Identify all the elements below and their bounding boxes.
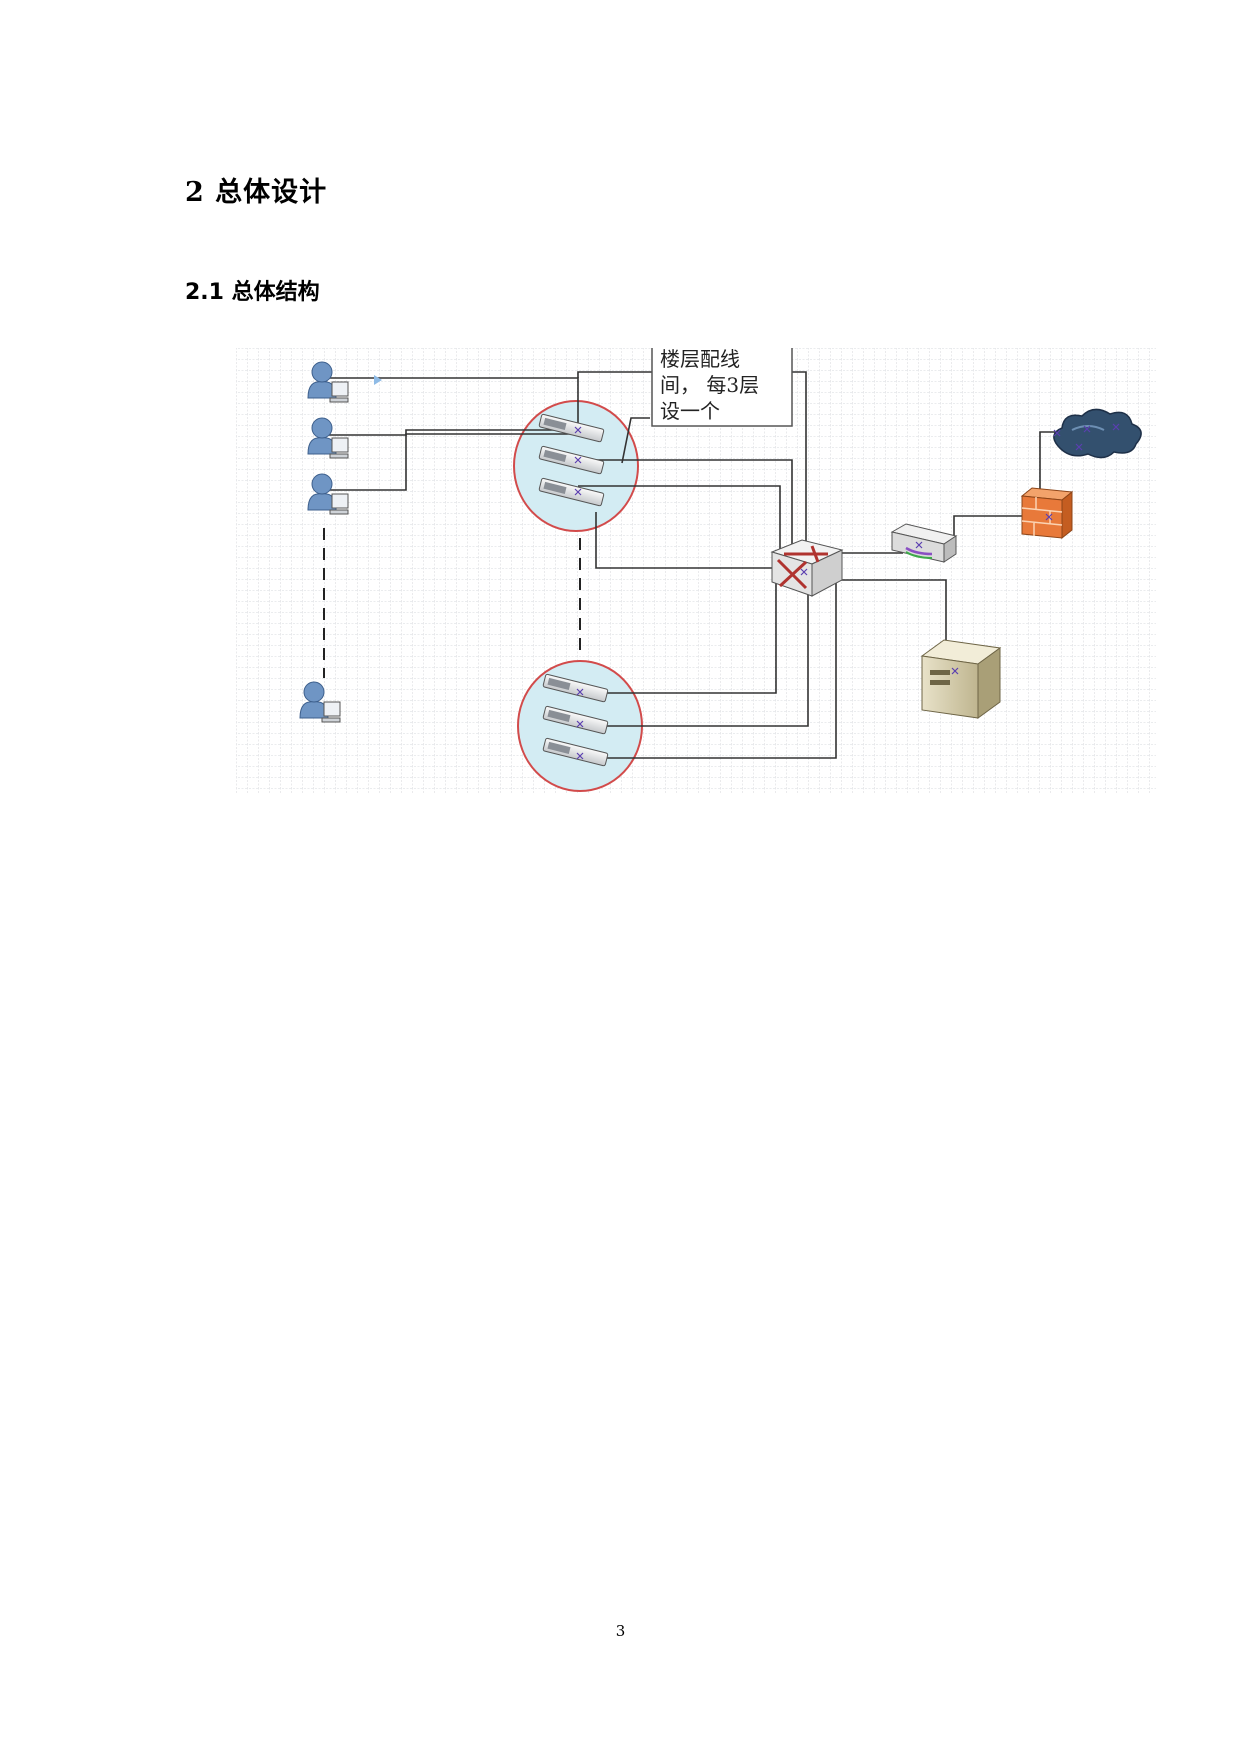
callout-line-3: 设一个 bbox=[660, 399, 720, 423]
server-icon bbox=[920, 639, 1002, 719]
user-workstation-icon bbox=[307, 361, 382, 403]
firewall-icon bbox=[1020, 487, 1074, 540]
section-heading: 2 总体设计 bbox=[185, 177, 328, 208]
connection-markers bbox=[574, 423, 1120, 760]
callout-line-1: 楼层配线 bbox=[660, 348, 740, 371]
network-topology-figure: 楼层配线 间， 每3层 设一个 bbox=[236, 348, 1156, 794]
access-switch-icon bbox=[538, 413, 605, 443]
subsection-heading: 2.1 总体结构 bbox=[185, 280, 320, 305]
page-number: 3 bbox=[615, 1622, 626, 1640]
access-switch-icon bbox=[538, 477, 605, 507]
access-switch-icon bbox=[542, 737, 609, 767]
cloud-icon bbox=[1053, 408, 1142, 459]
access-switch-icon bbox=[542, 705, 609, 735]
access-switch-icon bbox=[542, 673, 609, 703]
callout-box: 楼层配线 间， 每3层 设一个 bbox=[651, 348, 793, 427]
router-icon bbox=[890, 523, 958, 563]
user-workstation-icon bbox=[307, 473, 349, 515]
user-workstation-icon bbox=[299, 681, 341, 723]
callout-line-2: 间， 每3层 bbox=[660, 373, 759, 397]
core-switch-icon bbox=[770, 539, 844, 597]
access-switch-icon bbox=[538, 445, 605, 475]
user-workstation-icon bbox=[307, 417, 349, 459]
